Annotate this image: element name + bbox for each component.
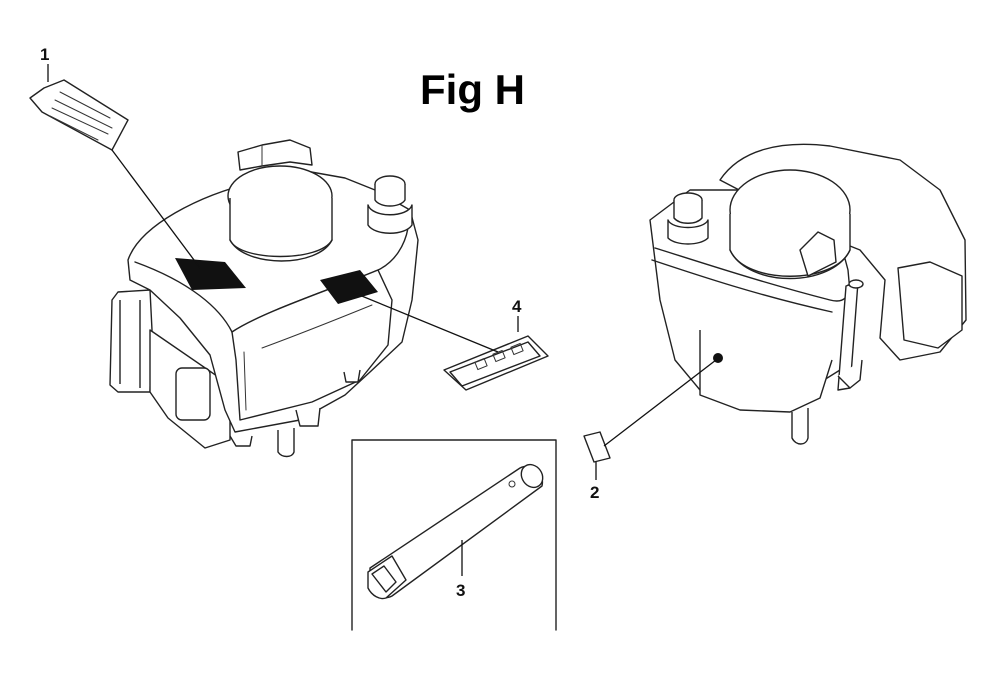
- part-1-label-decal: 1: [29, 45, 201, 269]
- part-2-seal: 2: [583, 359, 717, 502]
- part-3-spark-plug-wrench: 3: [351, 439, 557, 631]
- part-4-label-plate: 4: [351, 291, 549, 391]
- engine-rear-view: [649, 143, 967, 445]
- callout-4: 4: [512, 297, 522, 316]
- engine-front-view: [109, 139, 419, 458]
- callout-1: 1: [40, 45, 49, 64]
- callout-2: 2: [590, 483, 599, 502]
- figure-title: Fig H: [420, 66, 525, 113]
- callout-3: 3: [456, 581, 465, 600]
